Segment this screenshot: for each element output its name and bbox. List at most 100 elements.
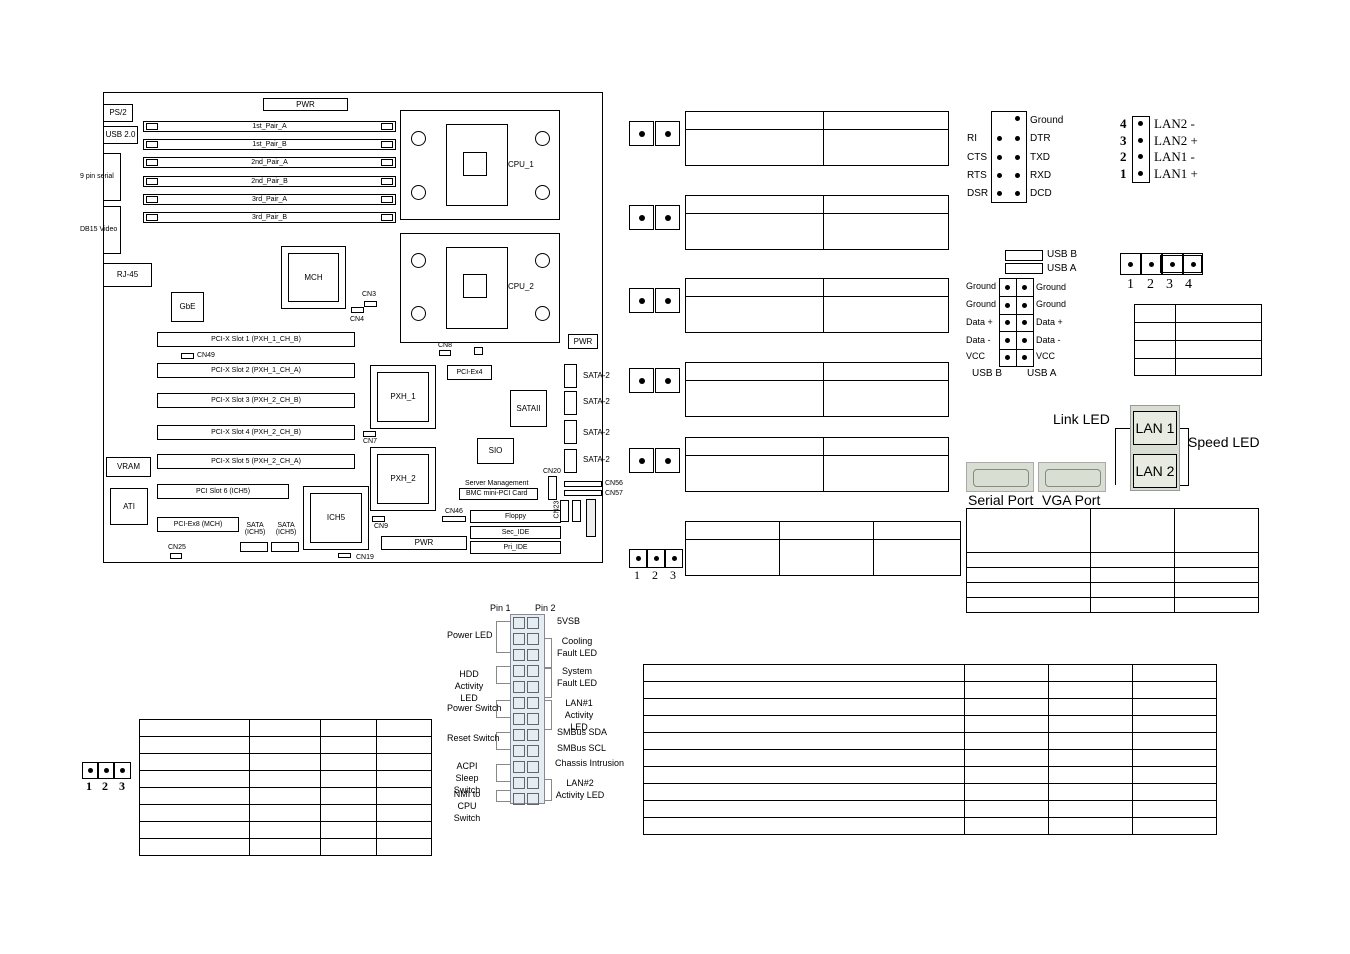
bmc-label: BMC mini-PCI Card (466, 490, 528, 497)
cpu2-screw (411, 253, 426, 268)
front-panel-right-label: SMBus SCL (557, 743, 607, 753)
usb-pin-label: Data - (966, 335, 991, 345)
front-panel-left-label: ACPI Sleep Switch (453, 761, 481, 795)
front-panel-right-label: Chassis Intrusion (555, 758, 625, 768)
cn25-label: CN25 (168, 544, 186, 551)
dimm-slot: 3rd_Pair_B (143, 212, 396, 223)
front-panel-right-label: System Fault LED (556, 666, 598, 688)
sata2-connector (564, 449, 577, 473)
jumper-3pin-table (685, 521, 961, 576)
ati-chip: ATI (110, 488, 148, 525)
serial-label: 9 pin serial (80, 173, 114, 180)
ich5-chip: ICH5 (310, 493, 362, 543)
dimm-label: 1st_Pair_B (252, 141, 287, 148)
serial-port-label: Serial Port (968, 492, 1034, 508)
sata2-connector (564, 391, 577, 415)
sata2-label: SATA-2 (583, 397, 610, 406)
cpu2-screw (535, 306, 550, 321)
pin-number: 2 (652, 568, 658, 582)
front-panel-right-label: LAN#2 Activity LED (555, 778, 605, 800)
battery-slot (586, 499, 596, 537)
header-block (572, 500, 581, 522)
db15-label: DB15 Video (80, 226, 118, 233)
front-panel-right-label: Cooling Fault LED (556, 636, 598, 658)
sata2-label: SATA-2 (583, 371, 610, 380)
cn4-header (351, 307, 364, 313)
front-panel-left-label: Reset Switch (447, 733, 500, 743)
dimm-label: 1st_Pair_A (252, 123, 287, 130)
jumper-table-3 (685, 278, 949, 333)
serial-pin-label: RXD (1030, 170, 1052, 181)
front-panel-table (643, 664, 1217, 835)
serial-pin-label: DSR (967, 188, 989, 199)
bracket-line (545, 638, 552, 668)
speed-led-line (1178, 428, 1189, 486)
dimm-slot: 2nd_Pair_B (143, 176, 396, 187)
serial-pin-label: TXD (1030, 152, 1050, 163)
speed-led-label: Speed LED (1188, 434, 1260, 450)
usb-pin-label: Data - (1036, 335, 1061, 345)
bracket-line (496, 700, 511, 718)
usb-a-port (1005, 263, 1043, 274)
pin-number: 3 (1166, 277, 1173, 292)
cn49-header (181, 353, 194, 359)
bracket-line (496, 732, 511, 750)
cn46-header (442, 516, 466, 522)
usb-a-label: USB A (1047, 263, 1077, 274)
cn4-label: CN4 (350, 316, 365, 323)
lan-pin-label: LAN2 - (1154, 116, 1195, 131)
serial-pin-label: DCD (1030, 188, 1052, 199)
sata2-connector (564, 420, 577, 444)
bracket-line (496, 621, 511, 653)
ps2-port: PS/2 (103, 104, 133, 122)
pri-ide-connector: Pri_IDE (470, 541, 561, 554)
link-led-label: Link LED (1053, 411, 1110, 427)
usb-pin-label: Data + (966, 317, 993, 327)
serial-pin-label: CTS (967, 152, 987, 163)
cpu2-core (463, 274, 487, 298)
cpu2-label: CPU_2 (508, 282, 534, 291)
pin-number: 2 (102, 779, 108, 793)
lan-pin-number: 4 (1120, 116, 1127, 131)
pin-number: 4 (1185, 277, 1192, 292)
pcix-slot-1: PCI-X Slot 1 (PXH_1_CH_B) (157, 332, 355, 347)
jumper-3pin-left-table (139, 719, 432, 856)
link-led-line (1115, 428, 1132, 485)
pwr-right-connector: PWR (568, 334, 598, 349)
lan-pin-label: LAN1 - (1154, 149, 1195, 164)
cn49-label: CN49 (197, 352, 215, 359)
cn9-header (372, 516, 385, 522)
pxh1-chip: PXH_1 (377, 372, 429, 422)
dimm-slot: 2nd_Pair_A (143, 157, 396, 168)
serial-pin-label: Ground (1030, 115, 1064, 126)
pwr-bottom-connector: PWR (381, 536, 467, 550)
serial-pin-label: DTR (1030, 133, 1051, 144)
mch-chip: MCH (288, 253, 339, 302)
usb-pin-label: VCC (1036, 351, 1056, 361)
cn3-label: CN3 (362, 291, 377, 298)
cn23-header (560, 500, 569, 522)
sio-chip: SIO (477, 438, 514, 464)
cn20-header (548, 476, 557, 500)
pin-number: 2 (1147, 277, 1154, 292)
pcix-slot-3: PCI-X Slot 3 (PXH_2_CH_B) (157, 393, 355, 408)
vga-port-image (1038, 462, 1106, 492)
cn19-label: CN19 (356, 554, 374, 561)
cn56-connector (564, 481, 602, 487)
serial-port-image (966, 462, 1034, 492)
cn8-label: CN8 (438, 342, 453, 349)
cpu1-screw (535, 185, 550, 200)
cn8-header (439, 350, 451, 356)
gbe-chip: GbE (171, 292, 204, 322)
sata2-connector (564, 364, 577, 388)
pciex8-slot: PCI-Ex8 (MCH) (157, 517, 239, 532)
sata-ich5-label-1: SATA (ICH5) (244, 522, 266, 536)
sataii-chip: SATAII (510, 390, 547, 427)
pin2-label: Pin 2 (535, 603, 556, 613)
lan-pin-label: LAN2 + (1154, 133, 1198, 148)
led-status-table (966, 508, 1259, 613)
lan-pin-number: 1 (1120, 166, 1127, 181)
usb-pin-label: Ground (966, 299, 997, 309)
vga-port-label: VGA Port (1042, 492, 1101, 508)
lan2-jack: LAN 2 (1133, 454, 1177, 488)
